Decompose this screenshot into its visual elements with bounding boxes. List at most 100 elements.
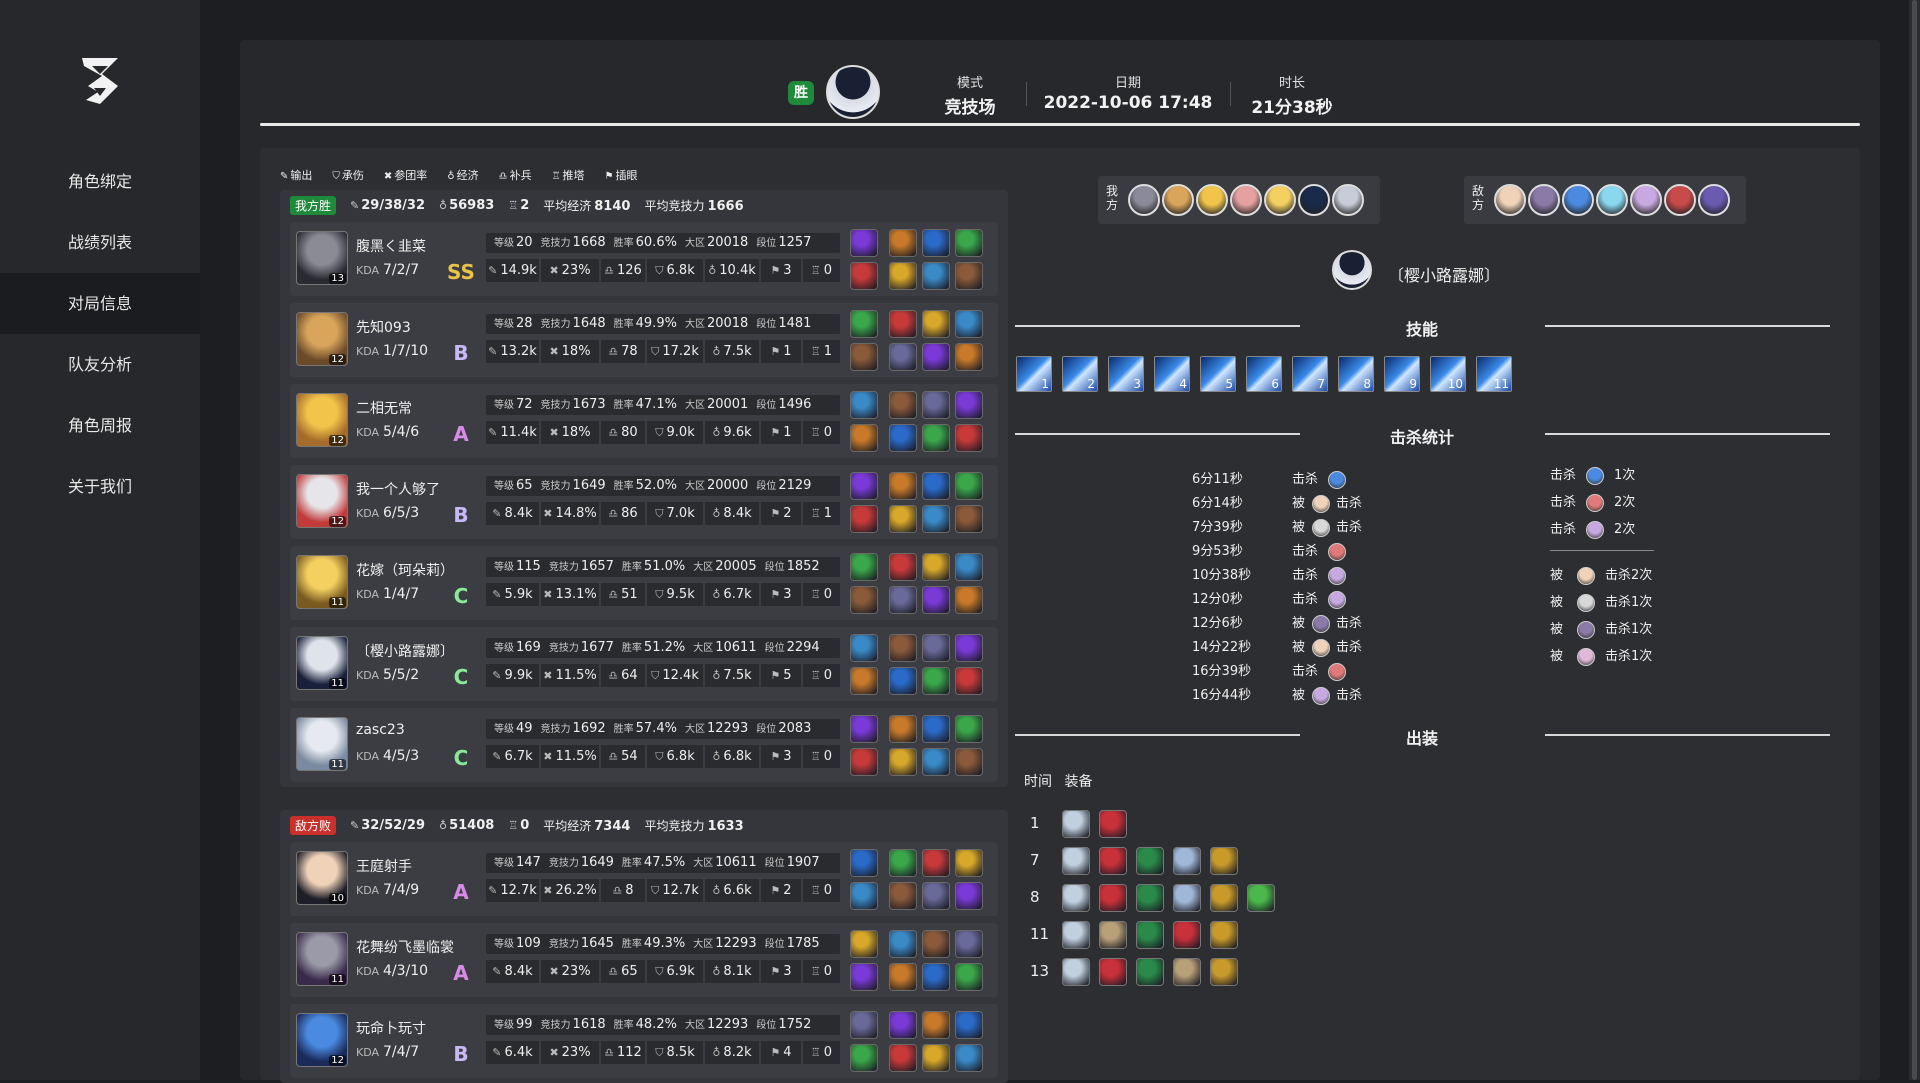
item-icon[interactable] — [955, 1044, 983, 1072]
summoner-spell-icon[interactable] — [850, 553, 878, 581]
skill-icon[interactable]: 9 — [1384, 356, 1420, 392]
equipment-icon[interactable] — [1062, 921, 1090, 949]
sidebar-item[interactable]: 对局信息 — [0, 273, 200, 334]
equipment-icon[interactable] — [1210, 884, 1238, 912]
player-avatar[interactable]: 10 — [296, 851, 348, 905]
player-avatar[interactable]: 13 — [296, 231, 348, 285]
item-icon[interactable] — [955, 1011, 983, 1039]
skill-icon[interactable]: 7 — [1292, 356, 1328, 392]
ally-hero-avatar[interactable] — [1264, 184, 1296, 216]
item-icon[interactable] — [955, 963, 983, 991]
player-avatar[interactable]: 12 — [296, 474, 348, 528]
item-icon[interactable] — [889, 472, 917, 500]
player-avatar[interactable]: 11 — [296, 717, 348, 771]
item-icon[interactable] — [955, 343, 983, 371]
item-icon[interactable] — [922, 715, 950, 743]
item-icon[interactable] — [955, 391, 983, 419]
equipment-icon[interactable] — [1099, 921, 1127, 949]
item-icon[interactable] — [889, 882, 917, 910]
skill-icon[interactable]: 11 — [1476, 356, 1512, 392]
summoner-spell-icon[interactable] — [850, 505, 878, 533]
item-icon[interactable] — [955, 586, 983, 614]
equipment-icon[interactable] — [1210, 921, 1238, 949]
item-icon[interactable] — [955, 472, 983, 500]
item-icon[interactable] — [889, 634, 917, 662]
item-icon[interactable] — [955, 882, 983, 910]
item-icon[interactable] — [922, 586, 950, 614]
item-icon[interactable] — [955, 505, 983, 533]
item-icon[interactable] — [889, 930, 917, 958]
summoner-spell-icon[interactable] — [850, 310, 878, 338]
item-icon[interactable] — [889, 310, 917, 338]
skill-icon[interactable]: 1 — [1016, 356, 1052, 392]
skill-icon[interactable]: 6 — [1246, 356, 1282, 392]
item-icon[interactable] — [922, 882, 950, 910]
item-icon[interactable] — [889, 849, 917, 877]
item-icon[interactable] — [922, 343, 950, 371]
summoner-spell-icon[interactable] — [850, 262, 878, 290]
summoner-spell-icon[interactable] — [850, 748, 878, 776]
sidebar-item[interactable]: 角色周报 — [68, 416, 133, 435]
summoner-spell-icon[interactable] — [850, 634, 878, 662]
item-icon[interactable] — [922, 849, 950, 877]
summoner-spell-icon[interactable] — [850, 849, 878, 877]
player-avatar[interactable]: 11 — [296, 555, 348, 609]
item-icon[interactable] — [889, 424, 917, 452]
equipment-icon[interactable] — [1099, 884, 1127, 912]
item-icon[interactable] — [889, 1011, 917, 1039]
player-avatar[interactable]: 11 — [296, 636, 348, 690]
item-icon[interactable] — [922, 424, 950, 452]
sidebar-item[interactable]: 关于我们 — [68, 477, 133, 496]
equipment-icon[interactable] — [1173, 921, 1201, 949]
equipment-icon[interactable] — [1136, 884, 1164, 912]
enemy-hero-avatar[interactable] — [1562, 184, 1594, 216]
equipment-icon[interactable] — [1210, 847, 1238, 875]
item-icon[interactable] — [922, 963, 950, 991]
item-icon[interactable] — [955, 748, 983, 776]
summoner-spell-icon[interactable] — [850, 586, 878, 614]
ally-hero-avatar[interactable] — [1298, 184, 1330, 216]
item-icon[interactable] — [922, 229, 950, 257]
equipment-icon[interactable] — [1062, 810, 1090, 838]
player-avatar[interactable]: 12 — [296, 312, 348, 366]
item-icon[interactable] — [922, 748, 950, 776]
item-icon[interactable] — [922, 667, 950, 695]
item-icon[interactable] — [889, 667, 917, 695]
equipment-icon[interactable] — [1173, 847, 1201, 875]
sidebar-item[interactable]: 角色绑定 — [68, 172, 133, 191]
item-icon[interactable] — [889, 748, 917, 776]
item-icon[interactable] — [922, 1011, 950, 1039]
enemy-hero-avatar[interactable] — [1596, 184, 1628, 216]
equipment-icon[interactable] — [1062, 958, 1090, 986]
item-icon[interactable] — [889, 505, 917, 533]
ally-hero-avatar[interactable] — [1196, 184, 1228, 216]
item-icon[interactable] — [955, 930, 983, 958]
item-icon[interactable] — [889, 715, 917, 743]
skill-icon[interactable]: 10 — [1430, 356, 1466, 392]
item-icon[interactable] — [922, 1044, 950, 1072]
item-icon[interactable] — [955, 262, 983, 290]
item-icon[interactable] — [889, 229, 917, 257]
item-icon[interactable] — [889, 586, 917, 614]
item-icon[interactable] — [922, 553, 950, 581]
item-icon[interactable] — [922, 505, 950, 533]
skill-icon[interactable]: 5 — [1200, 356, 1236, 392]
page-scrollbar[interactable] — [1909, 0, 1920, 1080]
item-icon[interactable] — [955, 424, 983, 452]
enemy-hero-avatar[interactable] — [1630, 184, 1662, 216]
equipment-icon[interactable] — [1136, 847, 1164, 875]
item-icon[interactable] — [922, 262, 950, 290]
equipment-icon[interactable] — [1099, 847, 1127, 875]
player-avatar[interactable]: 12 — [296, 1013, 348, 1067]
equipment-icon[interactable] — [1062, 884, 1090, 912]
item-icon[interactable] — [889, 391, 917, 419]
summoner-spell-icon[interactable] — [850, 229, 878, 257]
skill-icon[interactable]: 2 — [1062, 356, 1098, 392]
summoner-spell-icon[interactable] — [850, 882, 878, 910]
enemy-hero-avatar[interactable] — [1664, 184, 1696, 216]
item-icon[interactable] — [955, 634, 983, 662]
